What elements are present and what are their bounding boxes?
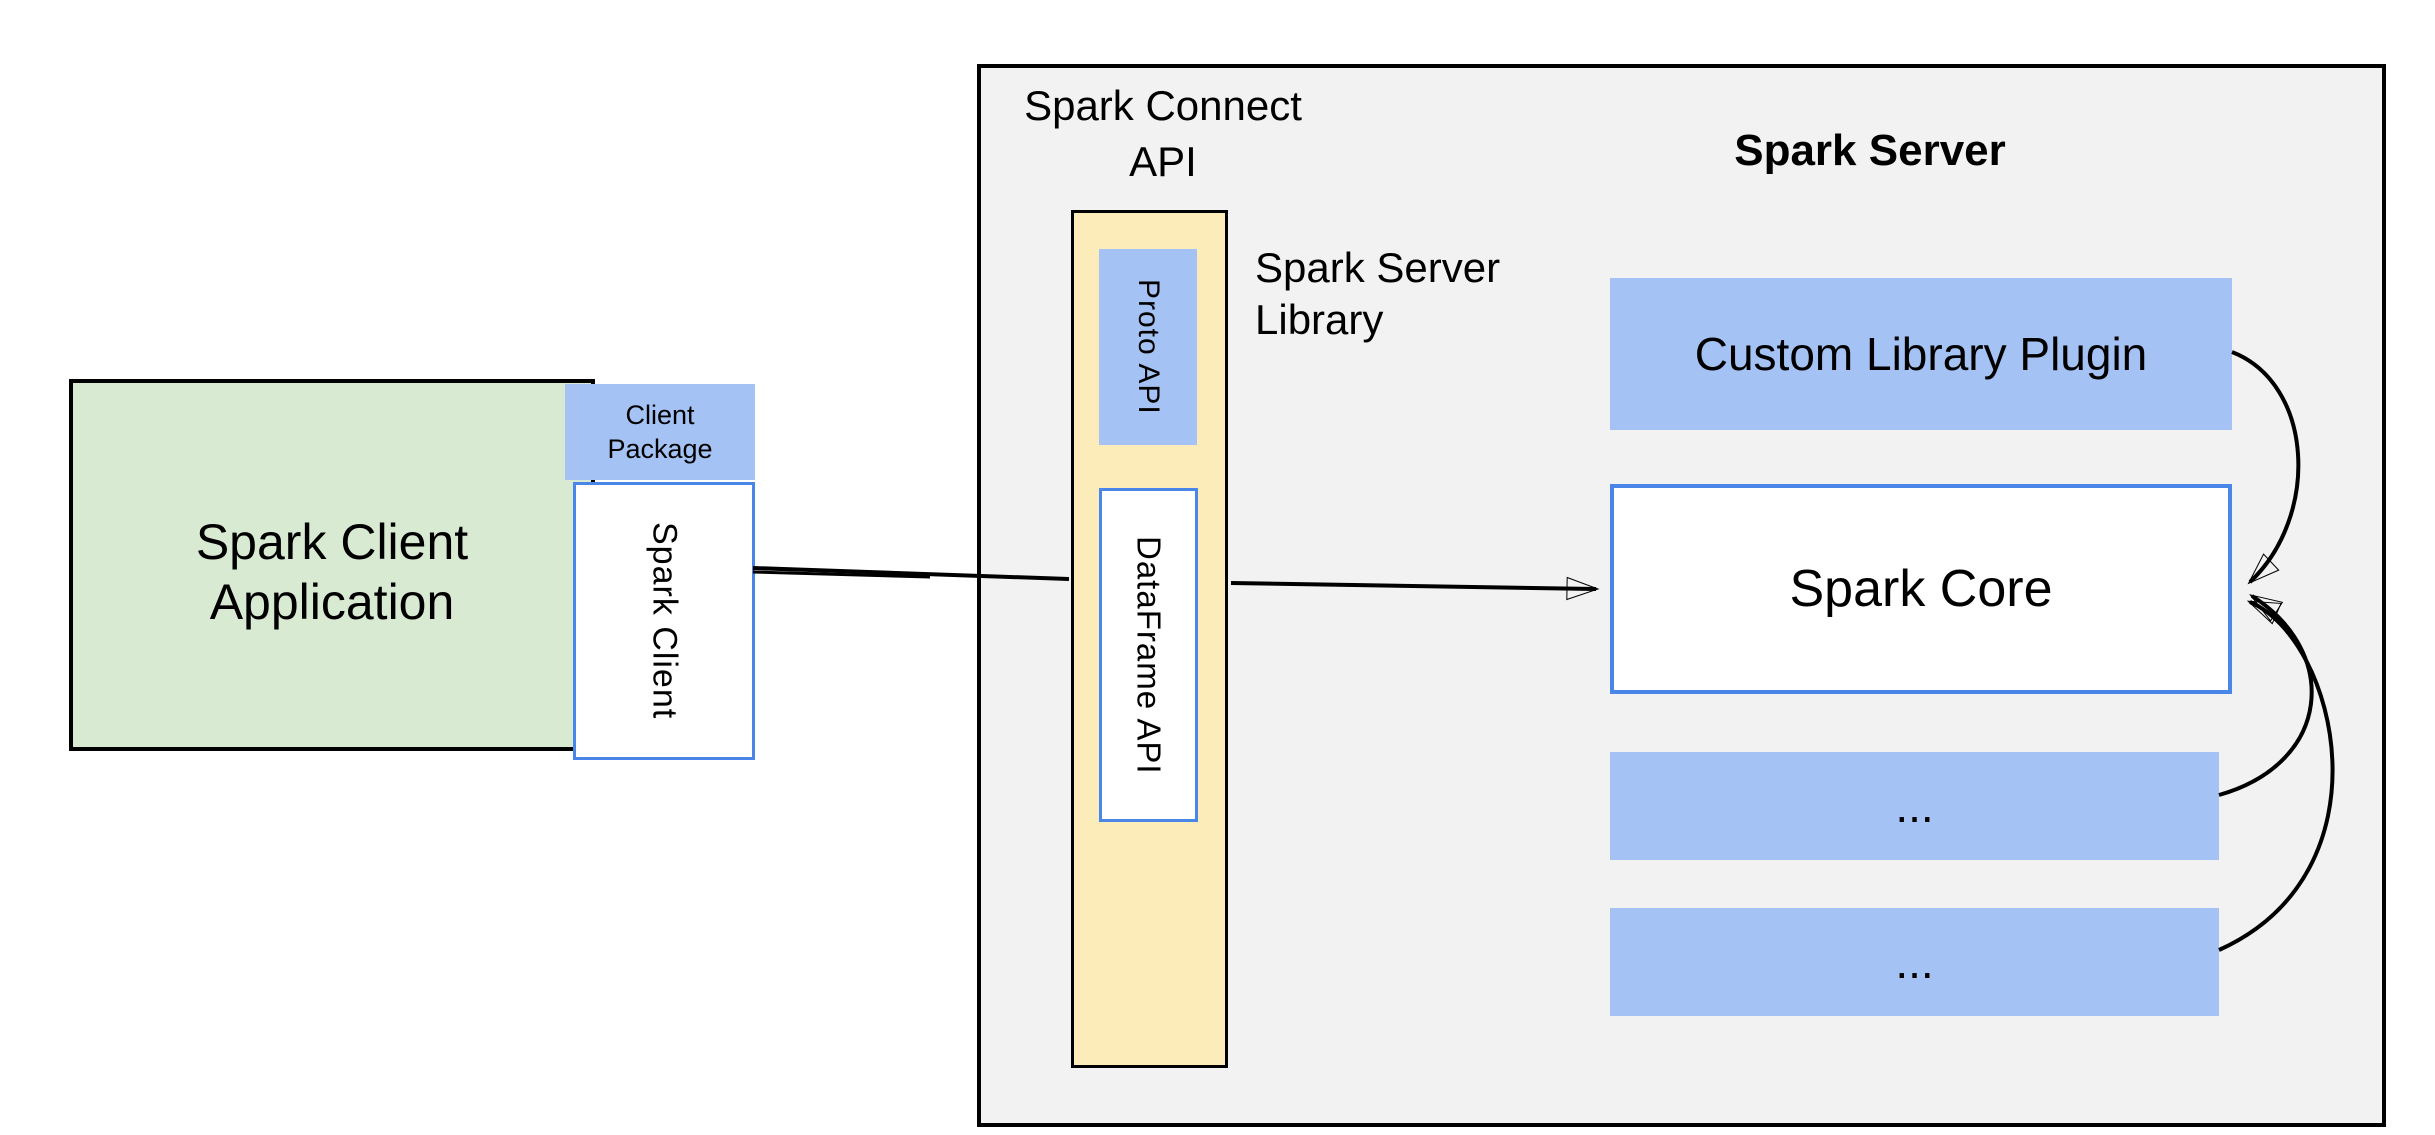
spark-server-library-label: Spark Server Library <box>1255 244 1501 343</box>
spark-client-label: Spark Client <box>645 522 684 720</box>
plugin-ellipsis-box-2: ... <box>1610 908 2219 1016</box>
custom-library-plugin-box: Custom Library Plugin <box>1610 278 2232 430</box>
dataframe-api-box: DataFrame API <box>1099 488 1198 822</box>
proto-api-label: Proto API <box>1132 279 1165 415</box>
client-package-box: Client Package <box>565 384 755 480</box>
proto-api-box: Proto API <box>1099 249 1197 445</box>
spark-connect-api-title: Spark Connect API <box>1024 82 1302 185</box>
plugin-ellipsis-label-2: ... <box>1895 936 1934 988</box>
plugin-ellipsis-box-1: ... <box>1610 752 2219 860</box>
plugin-ellipsis-label-1: ... <box>1895 780 1934 832</box>
client-package-label: Client Package <box>607 400 713 464</box>
custom-library-plugin-label: Custom Library Plugin <box>1694 328 2148 380</box>
spark-server-title: Spark Server <box>1734 126 2006 175</box>
spark-client-box: Spark Client <box>573 482 755 760</box>
spark-core-box: Spark Core <box>1610 484 2232 694</box>
spark-client-application-box: Spark Client Application <box>69 379 595 751</box>
dataframe-api-label: DataFrame API <box>1130 535 1168 775</box>
spark-client-application-label: Spark Client Application <box>195 514 469 630</box>
arrow-client-to-library-overlap <box>752 570 931 579</box>
spark-core-label: Spark Core <box>1789 560 2053 618</box>
